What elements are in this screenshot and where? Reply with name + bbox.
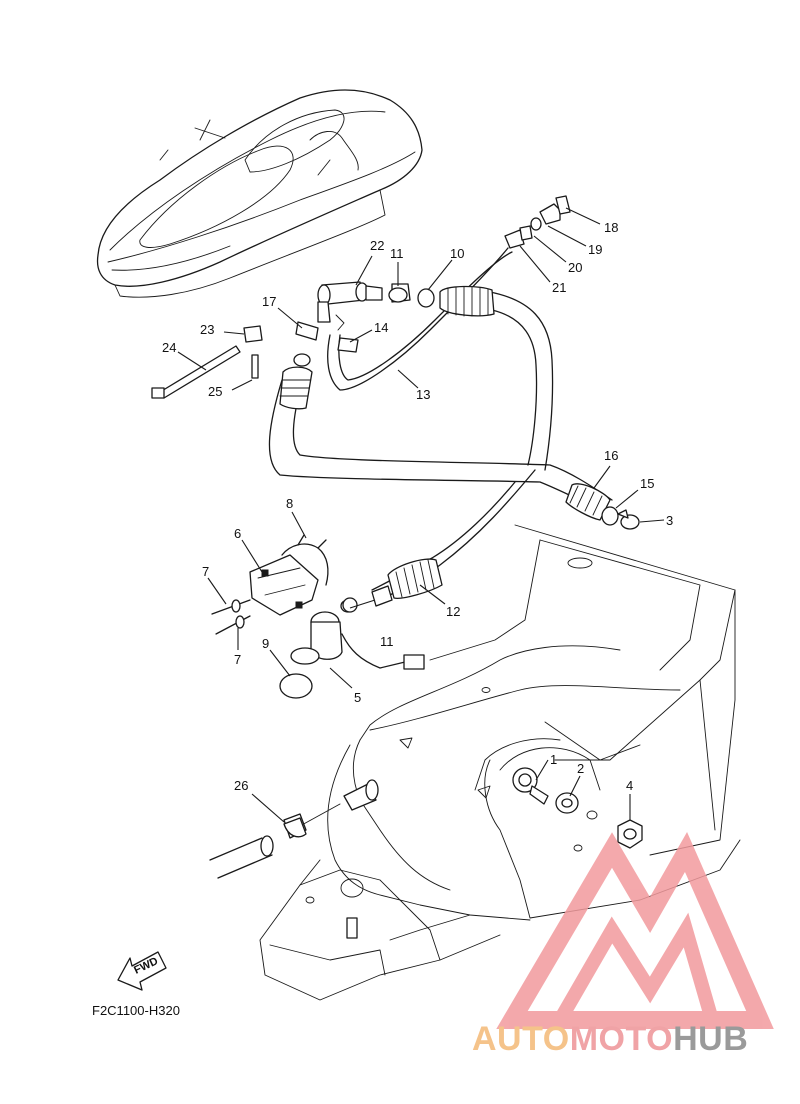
callout-11b: 11 (380, 634, 394, 649)
brand-auto: AUTO (472, 1020, 570, 1058)
callout-3: 3 (666, 513, 673, 528)
cable-tie (151, 325, 263, 399)
hose-clamps (283, 287, 640, 838)
callout-21: 21 (552, 280, 566, 295)
callout-1: 1 (550, 752, 557, 767)
watermark-brand: AUTOMOTOHUB (472, 1020, 748, 1059)
callout-18: 18 (604, 220, 618, 235)
callout-10: 10 (450, 246, 464, 261)
callout-11a: 11 (390, 246, 404, 261)
hose-bellows (279, 285, 619, 607)
callout-23: 23 (200, 322, 214, 337)
callout-25: 25 (208, 384, 222, 399)
outlet-fittings (512, 721, 643, 849)
callout-14: 14 (374, 320, 388, 335)
callout-4: 4 (626, 778, 633, 793)
callout-16: 16 (604, 448, 618, 463)
callout-12: 12 (446, 604, 460, 619)
hull-body-outline (259, 524, 741, 1001)
callout-20: 20 (568, 260, 582, 275)
fwd-arrow-icon: FWD (117, 951, 167, 991)
diagram-code: F2C1100-H320 (92, 1003, 180, 1018)
brand-moto: MOTO (569, 1020, 674, 1058)
callout-7a: 7 (202, 564, 209, 579)
callout-8: 8 (286, 496, 293, 511)
callout-22: 22 (370, 238, 384, 253)
callout-13: 13 (416, 387, 430, 402)
callout-17: 17 (262, 294, 276, 309)
callout-24: 24 (162, 340, 176, 355)
callout-19: 19 (588, 242, 602, 257)
bilge-pump-group (211, 534, 425, 699)
callout-2: 2 (577, 761, 584, 776)
callout-6: 6 (234, 526, 241, 541)
callout-numbers: 1 2 3 4 5 6 7 7 8 9 10 11 11 12 13 14 15… (162, 220, 673, 793)
callout-leaders (177, 207, 665, 823)
brand-hub: HUB (673, 1020, 749, 1058)
callout-9: 9 (262, 636, 269, 651)
callout-26: 26 (234, 778, 248, 793)
callout-5: 5 (354, 690, 361, 705)
fittings-top (295, 195, 571, 353)
drive-shaft (209, 779, 379, 879)
hose-assembly (268, 247, 613, 601)
callout-7b: 7 (234, 652, 241, 667)
automotohub-logo-icon (496, 832, 774, 1029)
callout-15: 15 (640, 476, 654, 491)
watercraft-illustration (96, 89, 423, 298)
